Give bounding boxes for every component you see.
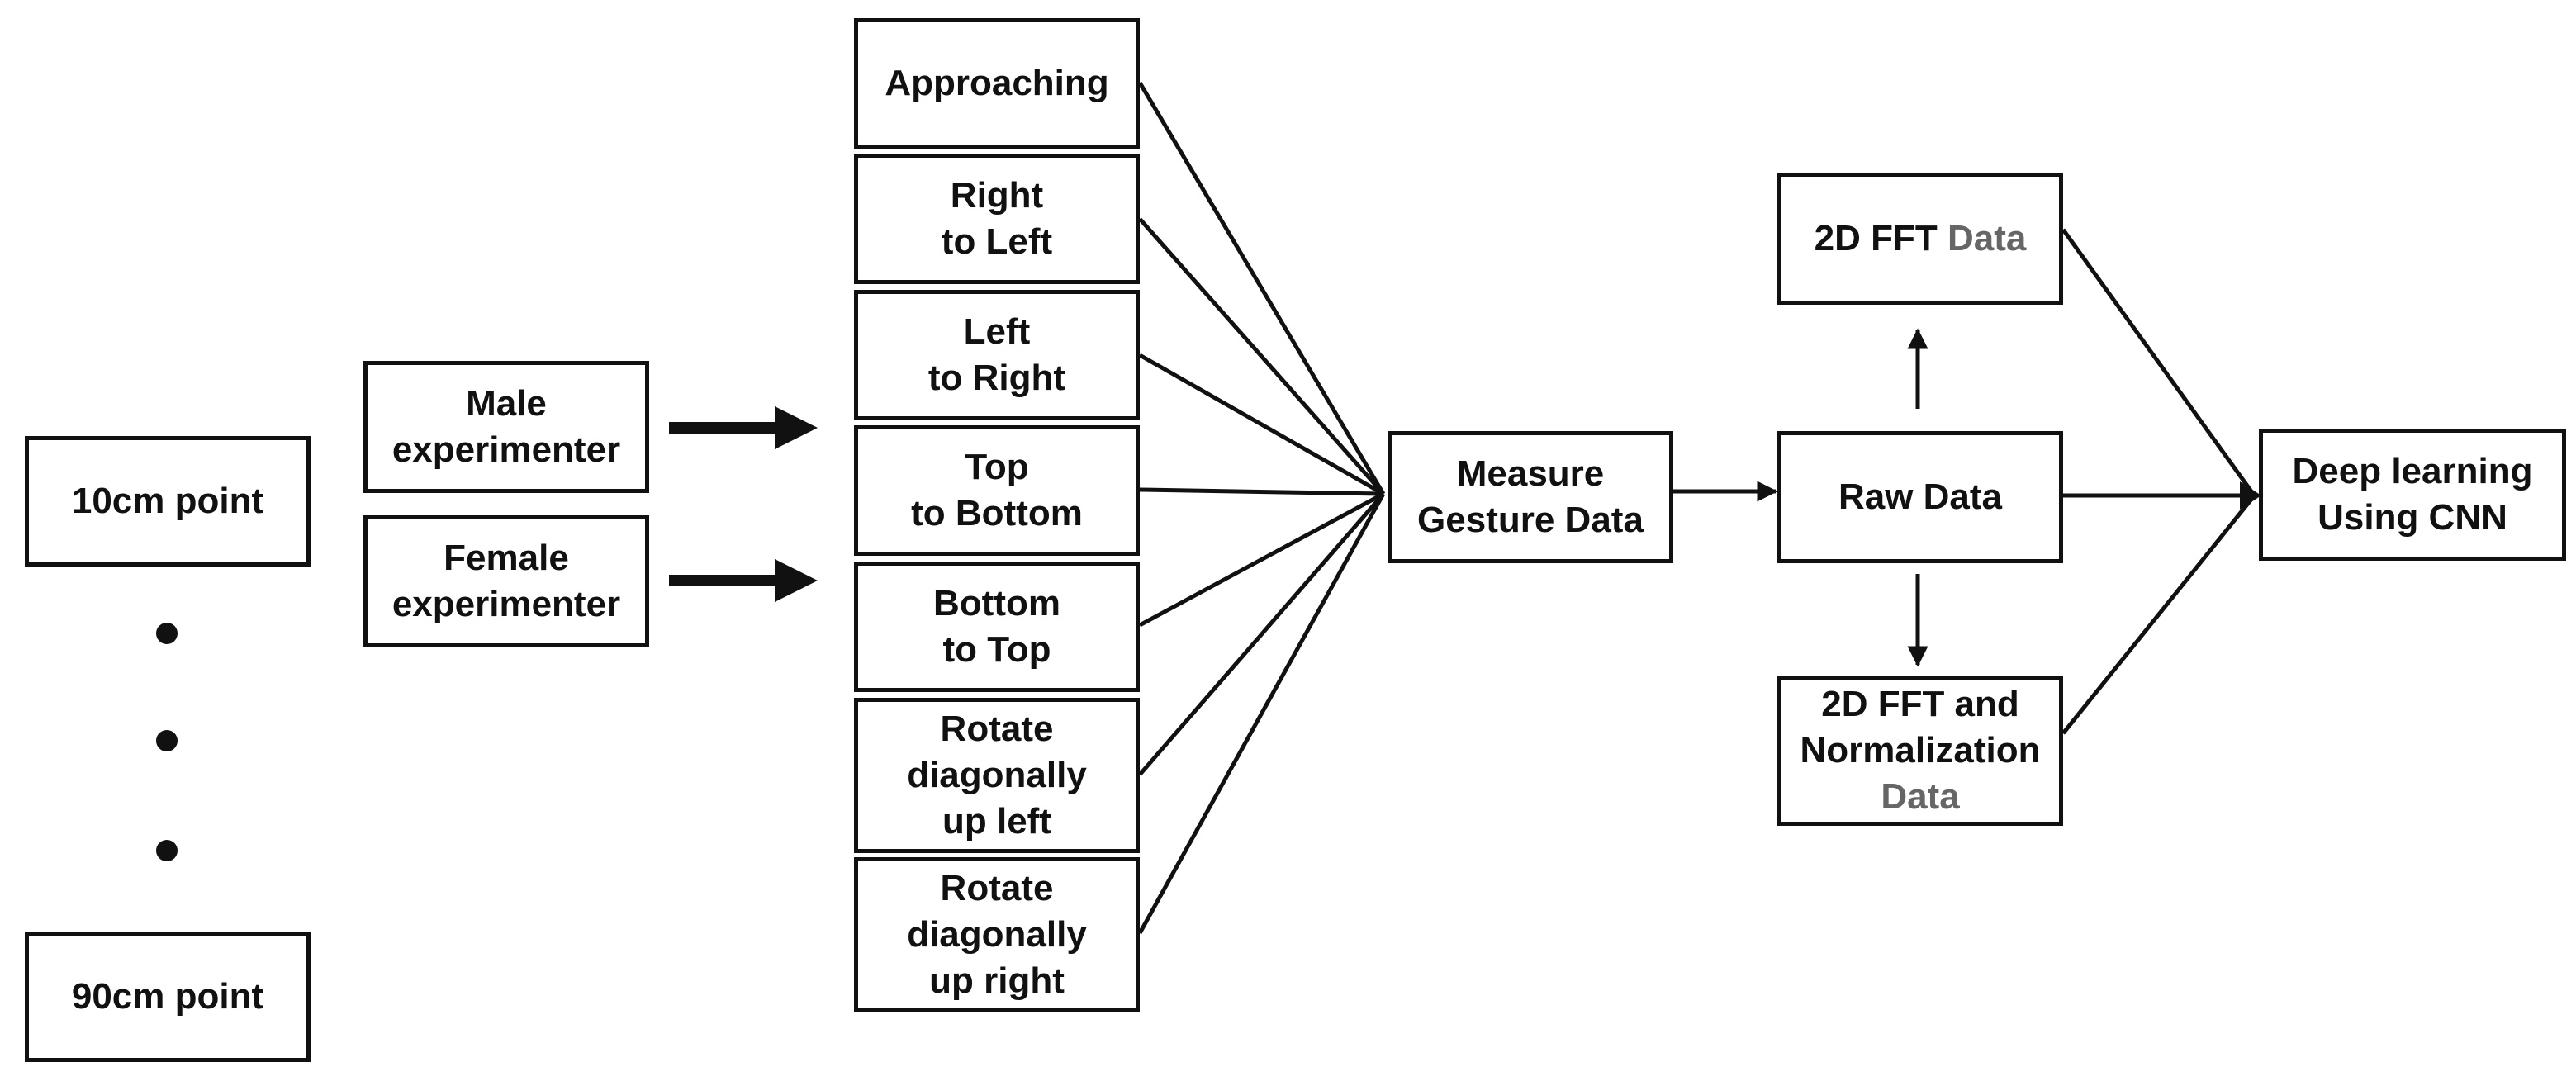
gesture-label: Right: [950, 175, 1044, 216]
connector-right-to-left: [1138, 217, 1385, 495]
fft-prefix: 2D FFT: [1814, 218, 1938, 258]
measure-label: Measure: [1456, 453, 1605, 494]
fft-suffix: Data: [1947, 218, 2027, 258]
female-experimenter-label: Female experimenter: [391, 538, 621, 624]
gesture-label: to Left: [941, 221, 1053, 262]
connector-fft-to-deep: [2061, 228, 2256, 495]
connector-rotate-up-left: [1138, 492, 1385, 776]
fft-norm-label: 2D FFT and: [1821, 684, 2019, 724]
deep-learning-label: Deep learning: [2292, 451, 2533, 491]
gesture-top-to-bottom-box: Top to Bottom: [854, 425, 1140, 556]
gesture-label: Rotate: [940, 868, 1054, 908]
gesture-connectors: [1137, 81, 1386, 935]
gesture-left-to-right-box: Left to Right: [854, 290, 1140, 420]
fft-data-label: 2D FFT Data: [1815, 216, 2027, 262]
connector-fft-norm-to-deep: [2061, 495, 2255, 735]
gesture-approaching-box: Approaching: [854, 18, 1140, 149]
raw-data-box: Raw Data: [1777, 431, 2063, 563]
start-point-box: 10cm point: [25, 436, 311, 567]
connector-rotate-up-right: [1137, 492, 1386, 935]
gesture-rotate-up-left-box: Rotate diagonally up left: [854, 698, 1140, 853]
connector-top-to-bottom: [1139, 487, 1384, 496]
thick-arrow-head: [775, 559, 818, 602]
gesture-label: Approaching: [885, 63, 1109, 103]
male-experimenter-label: Male experimenter: [391, 383, 621, 470]
gesture-rotate-up-right-box: Rotate diagonally up right: [854, 857, 1140, 1012]
ellipsis-dot: [156, 840, 178, 861]
measure-label: Gesture Data: [1417, 500, 1644, 540]
gesture-bottom-to-top-box: Bottom to Top: [854, 562, 1140, 692]
ellipsis-dot: [156, 730, 178, 751]
fft-normalization-data-box: 2D FFT and Normalization Data: [1777, 676, 2063, 826]
fft-data-box: 2D FFT Data: [1777, 173, 2063, 305]
gesture-label: Left: [963, 311, 1031, 352]
gesture-label: diagonally: [907, 914, 1087, 955]
gesture-label: up left: [942, 801, 1051, 842]
deep-learning-box: Deep learning Using CNN: [2259, 429, 2566, 561]
end-point-box: 90cm point: [25, 932, 311, 1062]
connector-bottom-to-top: [1138, 491, 1385, 628]
gesture-label: Rotate: [940, 709, 1054, 749]
gesture-label: to Right: [927, 358, 1066, 398]
end-point-label: 90cm point: [71, 976, 264, 1017]
connector-approaching: [1137, 81, 1386, 495]
raw-data-label: Raw Data: [1838, 476, 2003, 517]
gesture-label: up right: [929, 960, 1065, 1001]
start-point-label: 10cm point: [71, 481, 264, 521]
deep-learning-connectors: [2061, 228, 2256, 735]
female-experimenter-box: Female experimenter: [363, 515, 649, 647]
deep-learning-arrowhead: [2240, 481, 2261, 510]
deep-learning-label: Using CNN: [2317, 497, 2507, 538]
measure-gesture-data-box: Measure Gesture Data: [1388, 431, 1673, 563]
fft-norm-label: Data: [1881, 776, 1960, 817]
gesture-label: Top: [965, 447, 1029, 487]
experimenter-arrows: [669, 406, 818, 602]
connector-left-to-right: [1138, 353, 1385, 496]
ellipsis-dot: [156, 623, 178, 644]
thick-arrow-head: [775, 406, 818, 449]
gesture-label: to Bottom: [911, 493, 1083, 533]
gesture-label: to Top: [942, 629, 1051, 670]
gesture-label: diagonally: [907, 755, 1087, 795]
gesture-right-to-left-box: Right to Left: [854, 154, 1140, 284]
male-experimenter-box: Male experimenter: [363, 361, 649, 493]
fft-norm-label: Normalization: [1800, 730, 2041, 770]
gesture-label: Bottom: [933, 583, 1060, 623]
